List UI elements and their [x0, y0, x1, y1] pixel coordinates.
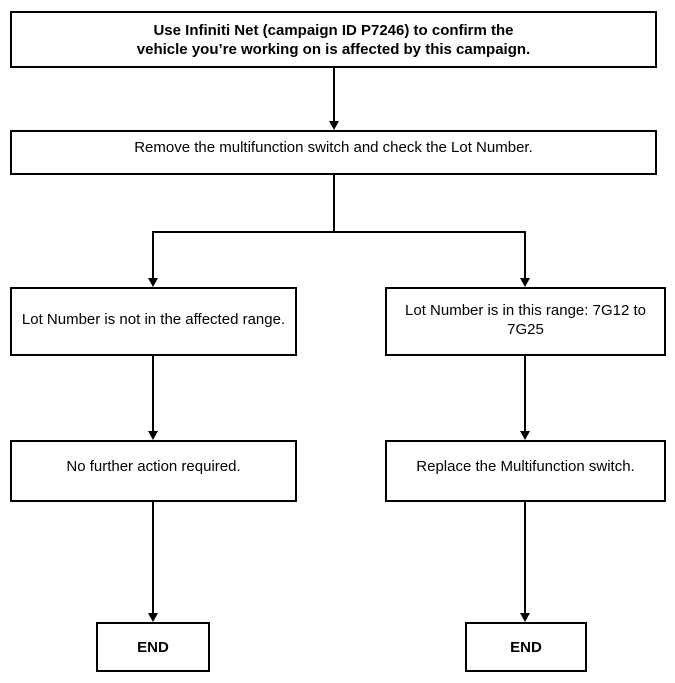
- connector-remove-branch-stem: [333, 175, 335, 233]
- connector-branch-horizontal: [152, 231, 526, 233]
- flowchart-node-no-action: No further action required.: [10, 440, 297, 502]
- arrowhead-into-end-left: [148, 613, 158, 622]
- arrowhead-into-not-affected: [148, 278, 158, 287]
- arrowhead-into-remove: [329, 121, 339, 130]
- flowchart-node-replace-switch: Replace the Multifunction switch.: [385, 440, 666, 502]
- flowchart-node-confirm-campaign: Use Infiniti Net (campaign ID P7246) to …: [10, 11, 657, 68]
- connector-affected-to-replace: [524, 356, 526, 431]
- connector-no-action-to-end: [152, 502, 154, 613]
- flowchart-node-lot-not-affected: Lot Number is not in the affected range.: [10, 287, 297, 356]
- connector-replace-to-end: [524, 502, 526, 613]
- connector-confirm-to-remove: [333, 68, 335, 121]
- flowchart-node-end-left: END: [96, 622, 210, 672]
- arrowhead-into-end-right: [520, 613, 530, 622]
- connector-branch-right: [524, 231, 526, 278]
- flowchart-node-remove-switch: Remove the multifunction switch and chec…: [10, 130, 657, 175]
- arrowhead-into-replace: [520, 431, 530, 440]
- flowchart-node-lot-affected-range: Lot Number is in this range: 7G12 to 7G2…: [385, 287, 666, 356]
- arrowhead-into-no-action: [148, 431, 158, 440]
- connector-not-affected-to-no-action: [152, 356, 154, 431]
- flowchart-node-end-right: END: [465, 622, 587, 672]
- connector-branch-left: [152, 231, 154, 278]
- arrowhead-into-affected: [520, 278, 530, 287]
